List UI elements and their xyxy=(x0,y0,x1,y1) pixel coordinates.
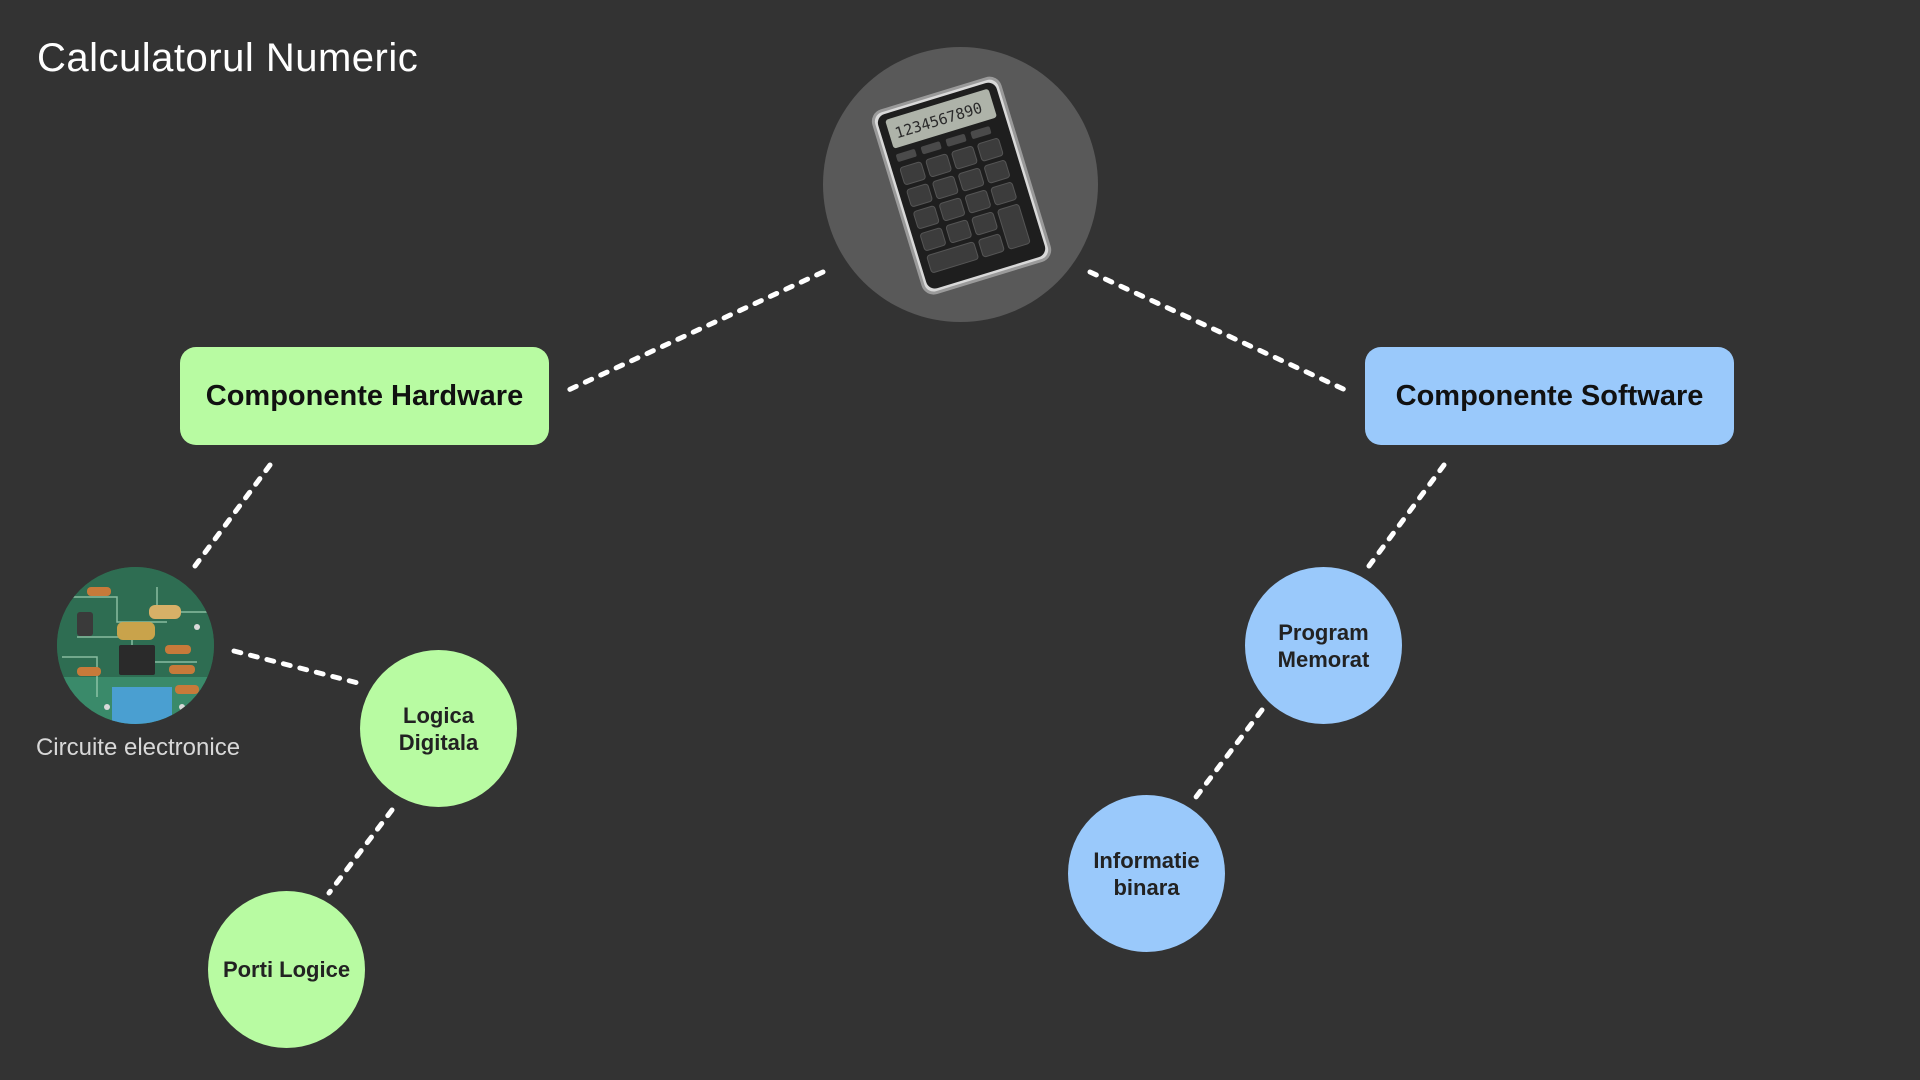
logic-gates-node[interactable]: Porti Logice xyxy=(208,891,365,1048)
connector-logic-gates xyxy=(326,807,395,896)
connector-software-program xyxy=(1366,462,1447,569)
connector-circuits-logic xyxy=(231,648,361,686)
circuit-photo-caption: Circuite electronice xyxy=(35,734,241,761)
connector-program-info xyxy=(1193,707,1265,800)
connector-root-hardware xyxy=(559,269,826,396)
logic-digital-node[interactable]: Logica Digitala xyxy=(360,650,517,807)
stored-program-node[interactable]: Program Memorat xyxy=(1245,567,1402,724)
page-title: Calculatorul Numeric xyxy=(37,36,419,80)
circuit-board-icon xyxy=(57,567,214,724)
software-components-box[interactable]: Componente Software xyxy=(1365,347,1734,445)
stored-program-label: Program Memorat xyxy=(1277,619,1370,672)
circuit-board-photo[interactable] xyxy=(57,567,214,724)
connector-hardware-circuits xyxy=(192,462,273,569)
connector-root-software xyxy=(1087,269,1355,396)
logic-digital-label: Logica Digitala xyxy=(398,702,479,755)
binary-information-label: Informatie binara xyxy=(1093,847,1200,900)
binary-information-node[interactable]: Informatie binara xyxy=(1068,795,1225,952)
root-node[interactable]: 1234567890 xyxy=(823,47,1098,322)
logic-gates-label: Porti Logice xyxy=(222,957,351,982)
calculator-icon: 1234567890 xyxy=(871,76,1052,295)
hardware-components-box[interactable]: Componente Hardware xyxy=(180,347,549,445)
